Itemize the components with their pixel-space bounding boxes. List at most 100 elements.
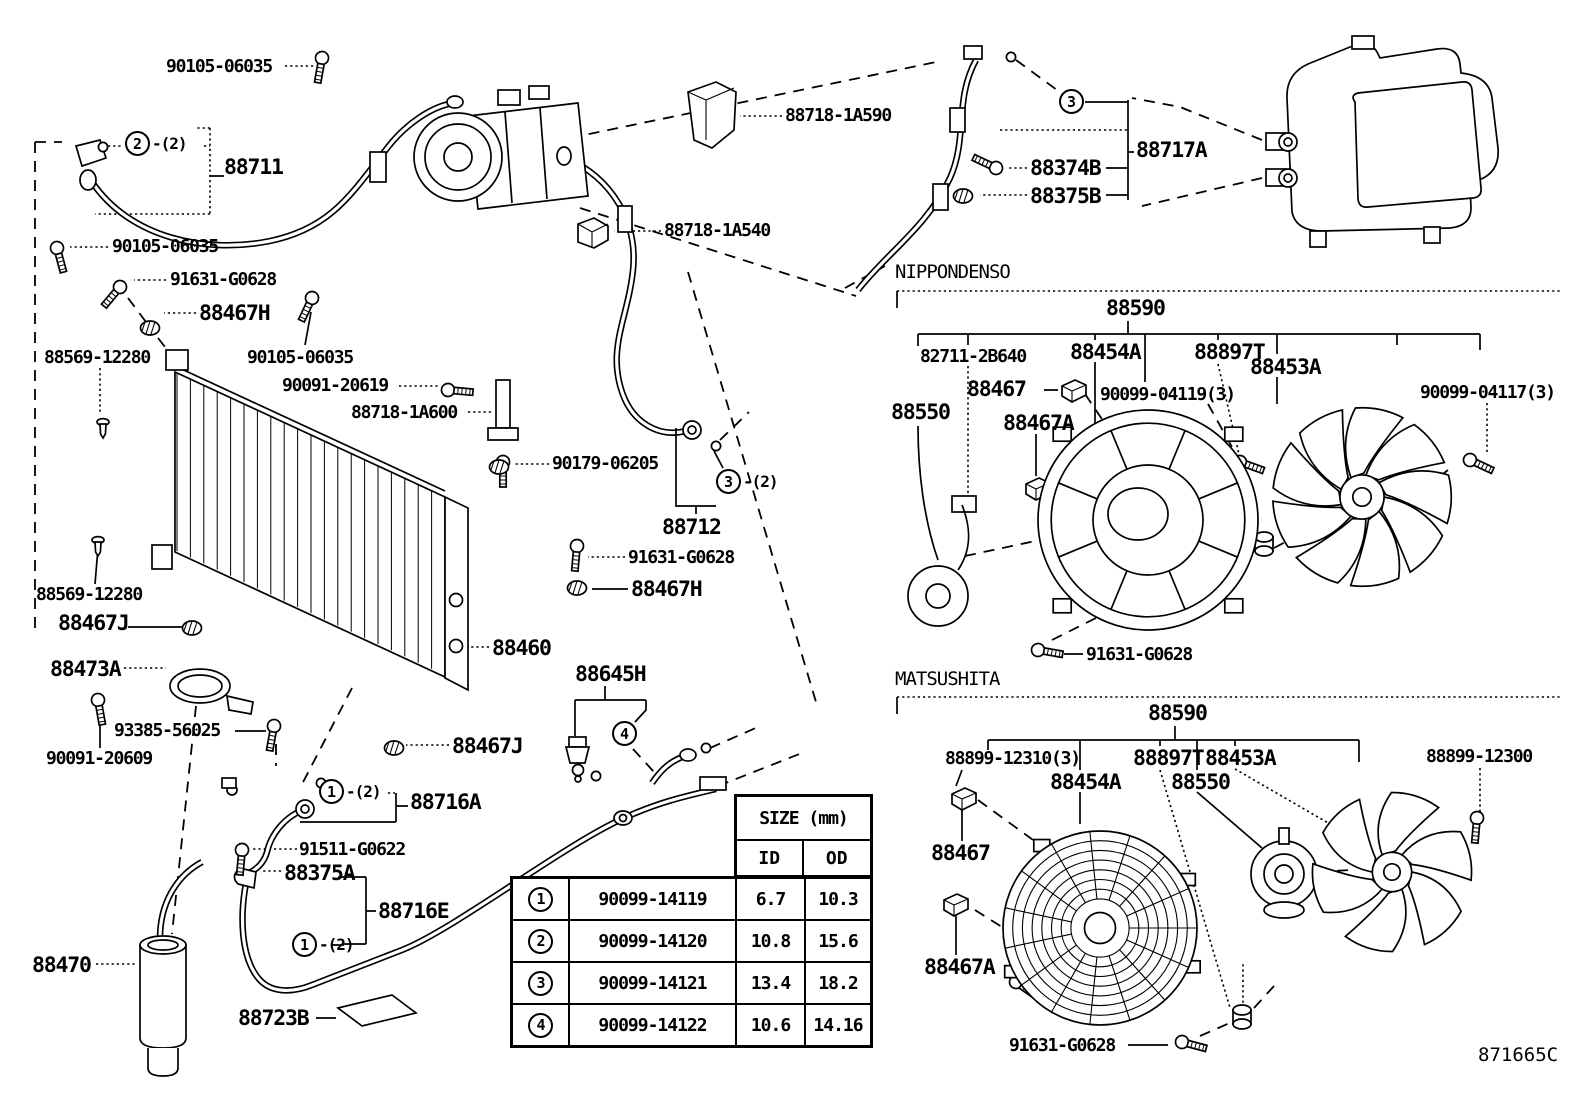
condenser-sketch — [151, 349, 469, 692]
part-label-88473A: 88473A — [50, 657, 122, 682]
clip-88718-1A540-sketch — [577, 217, 609, 249]
fan-motor-nippondenso-sketch — [907, 495, 977, 627]
part-label-88550-n: 88550 — [891, 400, 951, 425]
part-label-90105-06035-2: 90105-06035 — [112, 236, 219, 257]
callout-qty: -(2) — [346, 782, 382, 801]
bolt-icon — [1029, 641, 1065, 662]
bolt-icon — [969, 150, 1006, 178]
part-label-90091-20609: 90091-20609 — [46, 748, 153, 769]
part-label-88590-m: 88590 — [1148, 701, 1208, 726]
part-label-90099-04117: 90099-04117(3) — [1420, 382, 1556, 403]
row-callout: 4 — [528, 1012, 553, 1038]
size-table-header: SIZE (mm) ID OD — [734, 794, 873, 878]
clip-icon — [1061, 379, 1087, 403]
size-table-row: 3 90099-14121 13.4 18.2 — [513, 963, 870, 1005]
part-label-88467J-1: 88467J — [58, 611, 130, 636]
oring-icon — [97, 141, 109, 153]
row-od-value: 18.2 — [818, 972, 858, 994]
part-label-88897T-m: 88897T — [1133, 746, 1205, 771]
callout-qty: -(2) — [319, 935, 355, 954]
part-label-88453A-n: 88453A — [1250, 355, 1322, 380]
part-label-93385-56025: 93385-56025 — [114, 720, 221, 741]
part-label-88716E: 88716E — [378, 899, 450, 924]
part-label-90179-06205: 90179-06205 — [552, 453, 659, 474]
clip-icon — [943, 893, 969, 917]
callout-circle: 4 — [612, 721, 637, 746]
part-label-88467J-2: 88467J — [452, 734, 524, 759]
callout-4: 4 — [612, 721, 637, 746]
part-label-88454A-m: 88454A — [1050, 770, 1122, 795]
part-label-91631-G0628-4: 91631-G0628 — [1009, 1035, 1116, 1056]
row-od-value: 15.6 — [818, 930, 858, 952]
bushing-icon — [1232, 1004, 1252, 1030]
callout-1-a: 1 -(2) — [319, 779, 382, 804]
clip-88718-1A590-sketch — [687, 81, 737, 149]
part-label-88460: 88460 — [492, 636, 552, 661]
part-label-90105-06035-3: 90105-06035 — [247, 347, 354, 368]
pin-icon — [91, 535, 105, 557]
row-id-value: 10.8 — [737, 921, 806, 961]
oring-icon — [1005, 51, 1017, 63]
part-label-91631-G0628-2: 91631-G0628 — [628, 547, 735, 568]
part-label-88716A: 88716A — [410, 790, 482, 815]
size-table-row: 1 90099-14119 6.7 10.3 — [513, 879, 870, 921]
row-id-value: 13.4 — [737, 963, 806, 1003]
part-label-88899-12310: 88899-12310(3) — [945, 748, 1081, 769]
row-callout: 2 — [528, 928, 553, 954]
bolt-icon — [294, 288, 322, 325]
part-label-88467-m: 88467 — [931, 841, 991, 866]
section-header-nippondenso: NIPPONDENSO — [895, 261, 1011, 283]
part-label-88375A: 88375A — [284, 861, 356, 886]
pressure-switch-sketch — [564, 736, 591, 783]
grommet-icon — [952, 188, 974, 204]
part-label-90105-06035-1: 90105-06035 — [166, 56, 273, 77]
fan-motor-matsushita-sketch — [1250, 827, 1318, 919]
part-label-82711-2B640: 82711-2B640 — [920, 346, 1027, 367]
diagram-code: 871665C — [1478, 1044, 1559, 1066]
grommet-icon — [139, 320, 161, 336]
row-callout: 1 — [528, 886, 553, 912]
part-label-88467-n: 88467 — [967, 377, 1027, 402]
size-table-body: 1 90099-14119 6.7 10.3 2 90099-14120 10.… — [510, 876, 873, 1048]
part-label-88467H-1: 88467H — [199, 301, 271, 326]
compressor-sketch — [413, 85, 589, 210]
row-part-number: 90099-14120 — [570, 921, 737, 961]
part-label-88470: 88470 — [32, 953, 92, 978]
part-label-88467H-2: 88467H — [631, 577, 703, 602]
callout-circle: 3 — [716, 469, 741, 494]
part-label-88718-1A590: 88718-1A590 — [785, 105, 892, 126]
part-label-88718-1A540: 88718-1A540 — [664, 220, 771, 241]
part-label-88711: 88711 — [224, 155, 284, 180]
part-label-88590-n: 88590 — [1106, 296, 1166, 321]
part-label-88569-12280-1: 88569-12280 — [44, 347, 151, 368]
part-label-88374B: 88374B — [1030, 156, 1102, 181]
oring-icon — [700, 742, 712, 754]
callout-3-mid: 3 -(2) — [716, 469, 779, 494]
oring-icon — [710, 440, 722, 452]
size-table-col-od: OD — [825, 847, 848, 869]
callout-circle: 1 — [319, 779, 344, 804]
section-header-matsushita: MATSUSHITA — [895, 668, 1000, 690]
row-id-value: 6.7 — [737, 879, 806, 919]
evaporator-unit-sketch — [1265, 35, 1499, 248]
row-id-value: 10.6 — [737, 1005, 806, 1045]
size-table-row: 2 90099-14120 10.8 15.6 — [513, 921, 870, 963]
part-label-88899-12300: 88899-12300 — [1426, 746, 1533, 767]
bolt-icon — [1460, 450, 1497, 478]
part-label-90091-20619: 90091-20619 — [282, 375, 389, 396]
row-part-number: 90099-14121 — [570, 963, 737, 1003]
bolt-icon — [262, 717, 283, 753]
part-label-88375B: 88375B — [1030, 184, 1102, 209]
bolt-icon — [1173, 1033, 1209, 1056]
callout-1-b: 1 -(2) — [292, 932, 355, 957]
grommet-icon — [488, 459, 510, 475]
row-callout: 3 — [528, 970, 553, 996]
part-label-88897T-n: 88897T — [1194, 340, 1266, 365]
callout-circle: 3 — [1059, 89, 1084, 114]
part-label-91631-G0628-3: 91631-G0628 — [1086, 644, 1193, 665]
callout-2: 2 -(2) — [125, 131, 188, 156]
grommet-icon — [383, 740, 405, 756]
part-label-88453A-m: 88453A — [1205, 746, 1277, 771]
callout-qty: -(2) — [152, 134, 188, 153]
